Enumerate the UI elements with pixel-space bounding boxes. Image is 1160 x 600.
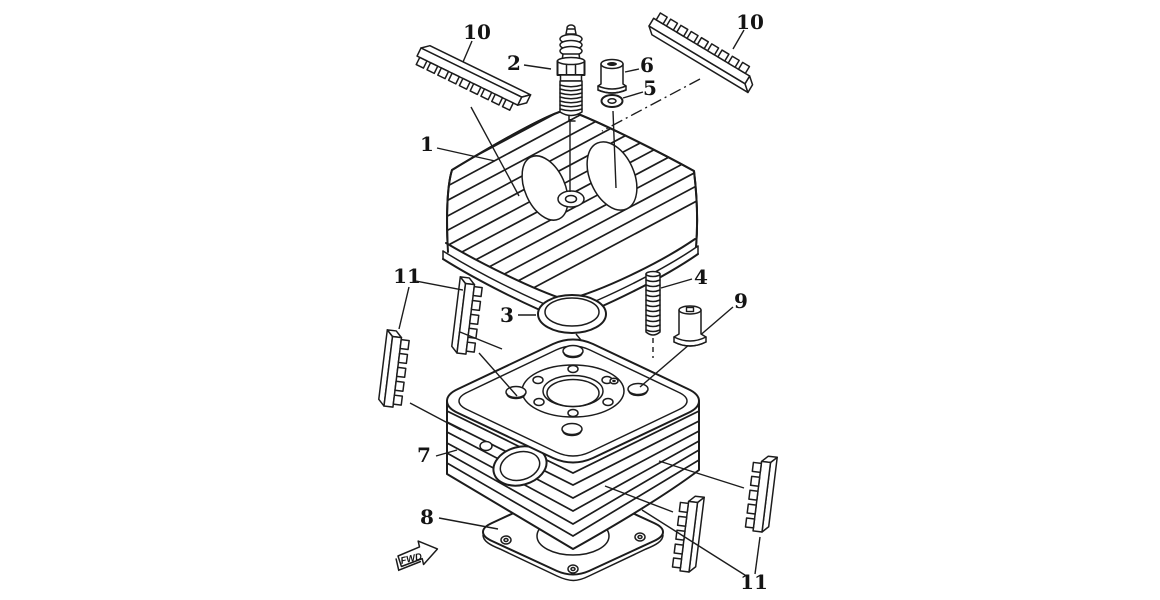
sleeve-nut [597, 58, 627, 94]
alignment-lines-top [470, 78, 701, 197]
damper-strip-right-inner [671, 493, 705, 574]
callout-labels: 1 2 3 4 5 6 7 8 9 10 10 11 11 [393, 10, 768, 594]
combustion-dome-left [521, 155, 569, 221]
part-label-9: 9 [734, 289, 748, 313]
leader-lines [398, 29, 761, 578]
part-label-11-left: 11 [393, 264, 421, 288]
gasket-bolt-holes [500, 532, 646, 574]
spark-plug [556, 24, 586, 122]
part-label-4: 4 [694, 265, 708, 289]
head-gasket-oring [537, 294, 607, 334]
alignment-lines-bottom [409, 331, 745, 513]
damper-strip-right-outer [744, 453, 778, 534]
stud-bolt [645, 270, 661, 336]
leader-part9 [639, 306, 734, 388]
deck-bolt-holes [532, 364, 614, 418]
damper-strip-left-outer [377, 329, 411, 409]
part-label-2: 2 [507, 51, 521, 75]
part-label-1: 1 [420, 132, 434, 156]
part-label-6: 6 [640, 53, 654, 77]
part-label-10-left: 10 [463, 20, 491, 44]
fwd-arrow: FWD [395, 540, 439, 572]
part-label-11-right: 11 [740, 570, 768, 594]
part-label-7: 7 [417, 443, 431, 467]
part-label-8: 8 [420, 505, 434, 529]
combustion-dome-right [586, 141, 638, 211]
stud-slots [505, 344, 649, 437]
part-label-10-right: 10 [736, 10, 764, 34]
washer [600, 94, 624, 108]
fwd-label: FWD [400, 551, 424, 567]
flange-nut [673, 305, 707, 347]
part-label-3: 3 [500, 303, 514, 327]
port-boss [479, 440, 493, 452]
part-label-5: 5 [643, 76, 657, 100]
cylinder [446, 338, 700, 550]
